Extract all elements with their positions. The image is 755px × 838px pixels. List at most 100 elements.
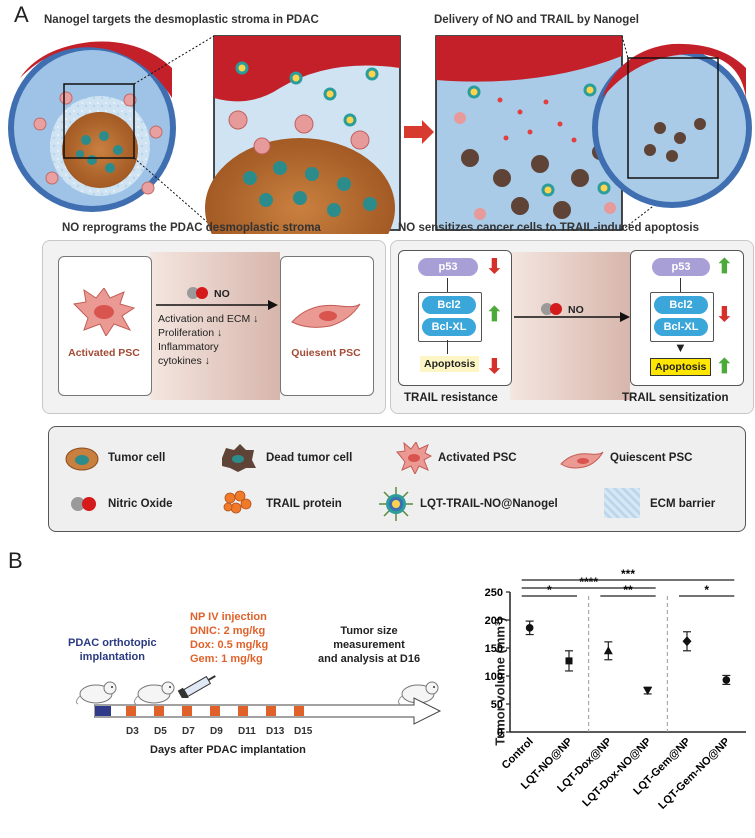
panel-a-title-right: Delivery of NO and TRAIL by Nanogel xyxy=(434,14,639,26)
quiesent-psc-label: Quiesent PSC xyxy=(291,347,361,359)
flow-arrow-icon xyxy=(404,120,434,144)
injection-dox: Dox: 0.5 mg/kg xyxy=(190,639,269,651)
p53-right-up-arrow: ⬆ xyxy=(716,256,733,278)
nanogel-illustration-row xyxy=(8,35,752,234)
reprogram-arrow-icon xyxy=(156,300,278,310)
data-point-0 xyxy=(525,624,534,632)
nanogel-icon xyxy=(379,487,413,521)
implantation-line-1: PDAC orthotopic xyxy=(68,637,157,649)
p53-left: p53 xyxy=(418,258,478,276)
apoptosis-left: Apoptosis xyxy=(420,356,480,372)
effect-activation: Activation and ECM ↓ xyxy=(158,313,259,325)
measurement-label: Tumor size measurement and analysis at D… xyxy=(318,624,420,666)
legend-nanogel: LQT-TRAIL-NO@Nanogel xyxy=(420,498,558,510)
bcl2-left: Bcl2 xyxy=(422,296,476,314)
ecm-barrier-icon xyxy=(604,488,640,518)
effect-cytokines: cytokines ↓ xyxy=(158,355,210,367)
implantation-line-2: implantation xyxy=(79,651,145,663)
legend-tumor-cell: Tumor cell xyxy=(108,452,166,464)
apoptosis-left-down-arrow: ⬇ xyxy=(486,356,503,378)
x-category-label-3: LQT-Dox-NO@NP xyxy=(580,736,654,810)
p53-left-down-arrow: ⬇ xyxy=(486,256,503,278)
tumor-cell-icon xyxy=(65,447,99,471)
activated-psc-label: Activated PSC xyxy=(68,347,140,359)
gradient-band-right xyxy=(510,252,630,400)
inhibit-line-left-2 xyxy=(447,340,448,354)
data-point-4 xyxy=(682,636,692,647)
significance-label-3: ** xyxy=(623,583,633,597)
bclxl-right: Bcl-XL xyxy=(654,318,708,336)
y-tick-label-150: 150 xyxy=(485,643,503,655)
day-label-d5: D5 xyxy=(154,726,167,737)
sensitize-arrow-icon xyxy=(514,312,630,322)
injection-gem: Gem: 1 mg/kg xyxy=(190,653,263,665)
y-tick-label-250: 250 xyxy=(485,587,503,599)
legend-activated-psc: Activated PSC xyxy=(438,452,517,464)
measurement-line-1: Tumor size xyxy=(340,625,398,637)
no-label-left: NO xyxy=(214,288,230,300)
tumor-volume-chart: 050100150200250***********ControlLQT-NO@… xyxy=(485,567,746,812)
trail-protein-icon xyxy=(223,490,252,514)
no-label-right: NO xyxy=(568,304,584,316)
bcl-left-up-arrow: ⬆ xyxy=(486,304,503,326)
days-caption: Days after PDAC implantation xyxy=(150,744,306,756)
day-label-d3: D3 xyxy=(126,726,139,737)
measurement-line-3: and analysis at D16 xyxy=(318,653,421,665)
apoptosis-section-title: NO sensitizes cancer cells to TRAIL-indu… xyxy=(398,222,699,234)
panel-a-letter: A xyxy=(14,2,29,27)
syringe-icon xyxy=(177,675,216,698)
nitric-oxide-icon xyxy=(71,497,96,511)
panel-b-letter: B xyxy=(8,548,23,573)
stroma-section-title: NO reprograms the PDAC desmoplastic stro… xyxy=(62,222,321,234)
y-tick-label-100: 100 xyxy=(485,671,503,683)
data-point-2 xyxy=(603,646,613,655)
mouse-icon-1 xyxy=(75,681,117,705)
p53-right: p53 xyxy=(652,258,710,276)
implantation-label: PDAC orthotopic implantation xyxy=(68,636,157,664)
bcl2-right: Bcl2 xyxy=(654,296,708,314)
significance-label-2: *** xyxy=(621,567,635,581)
data-point-1 xyxy=(565,657,573,665)
significance-label-0: * xyxy=(547,583,552,597)
y-tick-label-200: 200 xyxy=(485,615,503,627)
effect-inflammatory: Inflammatory xyxy=(158,341,219,353)
apoptosis-right: Apoptosis xyxy=(650,358,712,376)
no-molecule-icon-right xyxy=(541,303,562,315)
quiescent-psc-icon xyxy=(291,303,361,328)
measurement-line-2: measurement xyxy=(333,639,405,651)
significance-label-4: * xyxy=(704,583,709,597)
bcl-right-down-arrow: ⬇ xyxy=(716,304,733,326)
legend-nitric-oxide: Nitric Oxide xyxy=(108,498,173,510)
no-molecule-icon xyxy=(187,287,208,299)
inhibit-line-right xyxy=(680,278,681,292)
legend-trail-protein: TRAIL protein xyxy=(266,498,342,510)
day-label-d11: D11 xyxy=(238,726,256,737)
timeline-arrow xyxy=(94,697,442,725)
legend-dead-tumor-cell: Dead tumor cell xyxy=(266,452,353,464)
injection-title: NP IV injection xyxy=(190,611,267,623)
trail-resistance-label: TRAIL resistance xyxy=(404,392,498,404)
legend-ecm-barrier: ECM barrier xyxy=(650,498,716,510)
quiescent-psc-legend-icon xyxy=(560,451,604,469)
mouse-icon-2 xyxy=(133,681,175,705)
activated-psc-icon xyxy=(72,288,136,336)
day-label-d9: D9 xyxy=(210,726,223,737)
gradient-band-left xyxy=(150,252,280,400)
effects-list: Activation and ECM ↓ Proliferation ↓ Inf… xyxy=(158,312,258,368)
significance-label-1: **** xyxy=(579,575,598,589)
panel-a-title-left: Nanogel targets the desmoplastic stroma … xyxy=(44,14,319,26)
data-point-5 xyxy=(722,676,731,684)
day-label-d7: D7 xyxy=(182,726,195,737)
effect-proliferation: Proliferation ↓ xyxy=(158,327,223,339)
legend-quiescent-psc: Quiescent PSC xyxy=(610,452,693,464)
x-category-label-5: LQT-Gem-NO@NP xyxy=(656,736,732,812)
injection-label: NP IV injection DNIC: 2 mg/kg Dox: 0.5 m… xyxy=(190,610,268,666)
dead-tumor-cell-icon xyxy=(222,444,256,472)
day-label-d13: D13 xyxy=(266,726,285,737)
bclxl-left: Bcl-XL xyxy=(422,318,476,336)
y-tick-label-0: 0 xyxy=(497,727,503,739)
data-point-3 xyxy=(643,687,653,696)
trail-sensitization-label: TRAIL sensitization xyxy=(622,392,729,404)
activated-psc-legend-icon xyxy=(396,442,432,474)
inhibit-line-left xyxy=(447,278,448,292)
